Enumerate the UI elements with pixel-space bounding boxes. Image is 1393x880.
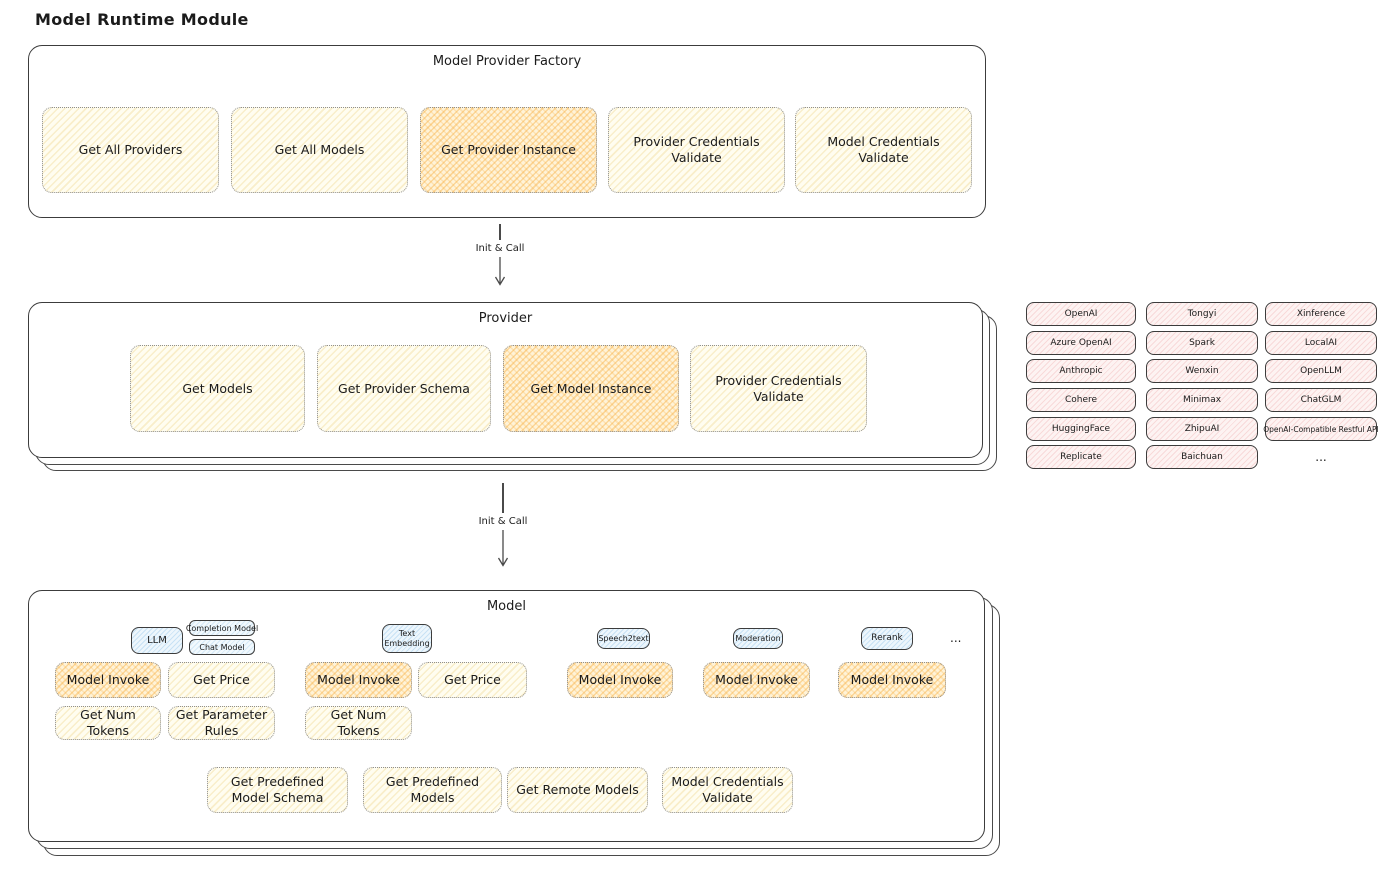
provider-pill-wenxin: Wenxin [1146, 359, 1258, 383]
model-type-completion-model: Completion Model [186, 620, 258, 636]
model-type-speech2text: Speech2text [597, 628, 650, 649]
providers-more-ellipsis: ... [1315, 450, 1327, 464]
arrow-down-icon [494, 257, 506, 286]
provider-pill-openai-compatible: OpenAI-Compatible Restful API [1263, 417, 1379, 441]
arrow2-label: Init & Call [478, 516, 528, 527]
rerank-model-invoke: Model Invoke [838, 662, 946, 698]
provider-pill-localai: LocalAI [1265, 331, 1377, 355]
embedding-model-invoke: Model Invoke [305, 662, 412, 698]
provider-pill-chatglm: ChatGLM [1265, 388, 1377, 412]
get-predefined-model-schema: Get Predefined Model Schema [207, 767, 348, 813]
provider-get-models: Get Models [130, 345, 305, 432]
model-type-rerank: Rerank [861, 627, 913, 650]
factory-title: Model Provider Factory [432, 54, 582, 69]
provider-pill-openllm: OpenLLM [1265, 359, 1377, 383]
provider-get-model-instance: Get Model Instance [503, 345, 679, 432]
llm-model-invoke: Model Invoke [55, 662, 161, 698]
provider-pill-azure-openai: Azure OpenAI [1026, 331, 1136, 355]
provider-pill-openai: OpenAI [1026, 302, 1136, 326]
provider-pill-zhipuai: ZhipuAI [1146, 417, 1258, 441]
model-types-more-ellipsis: ... [950, 631, 962, 645]
arrow1-label: Init & Call [475, 243, 525, 254]
arrow-provider-to-model: Init & Call [458, 483, 548, 579]
provider-provider-credentials-validate: Provider Credentials Validate [690, 345, 867, 432]
provider-pill-minimax: Minimax [1146, 388, 1258, 412]
provider-get-provider-schema: Get Provider Schema [317, 345, 491, 432]
provider-pill-baichuan: Baichuan [1146, 445, 1258, 469]
provider-pill-replicate: Replicate [1026, 445, 1136, 469]
provider-pill-cohere: Cohere [1026, 388, 1136, 412]
page-title: Model Runtime Module [35, 10, 249, 29]
get-predefined-models: Get Predefined Models [363, 767, 502, 813]
arrow-down-icon [497, 530, 509, 567]
factory-section: Model Provider Factory Get All Providers… [28, 45, 986, 218]
provider-pill-xinference: Xinference [1265, 302, 1377, 326]
llm-get-price: Get Price [168, 662, 275, 698]
model-title: Model [486, 599, 527, 614]
llm-get-num-tokens: Get Num Tokens [55, 706, 161, 740]
moderation-model-invoke: Model Invoke [703, 662, 810, 698]
factory-get-all-providers: Get All Providers [42, 107, 219, 193]
model-type-moderation: Moderation [733, 628, 783, 649]
provider-section: Provider Get Models Get Provider Schema … [28, 302, 997, 471]
provider-pill-anthropic: Anthropic [1026, 359, 1136, 383]
provider-title: Provider [478, 311, 533, 326]
factory-get-provider-instance: Get Provider Instance [420, 107, 597, 193]
embedding-get-num-tokens: Get Num Tokens [305, 706, 412, 740]
provider-pill-spark: Spark [1146, 331, 1258, 355]
factory-get-all-models: Get All Models [231, 107, 408, 193]
provider-pill-huggingface: HuggingFace [1026, 417, 1136, 441]
model-type-chat-model: Chat Model [189, 639, 255, 655]
llm-get-parameter-rules: Get Parameter Rules [168, 706, 275, 740]
model-type-llm: LLM [131, 627, 183, 654]
model-credentials-validate: Model Credentials Validate [662, 767, 793, 813]
arrow-factory-to-provider: Init & Call [455, 224, 545, 296]
get-remote-models: Get Remote Models [507, 767, 648, 813]
model-type-text-embedding: Text Embedding [382, 624, 432, 653]
model-section: Model LLM Completion Model Chat Model Te… [28, 590, 1000, 856]
factory-provider-credentials-validate: Provider Credentials Validate [608, 107, 785, 193]
factory-model-credentials-validate: Model Credentials Validate [795, 107, 972, 193]
embedding-get-price: Get Price [418, 662, 527, 698]
speech2text-model-invoke: Model Invoke [567, 662, 673, 698]
provider-pill-tongyi: Tongyi [1146, 302, 1258, 326]
